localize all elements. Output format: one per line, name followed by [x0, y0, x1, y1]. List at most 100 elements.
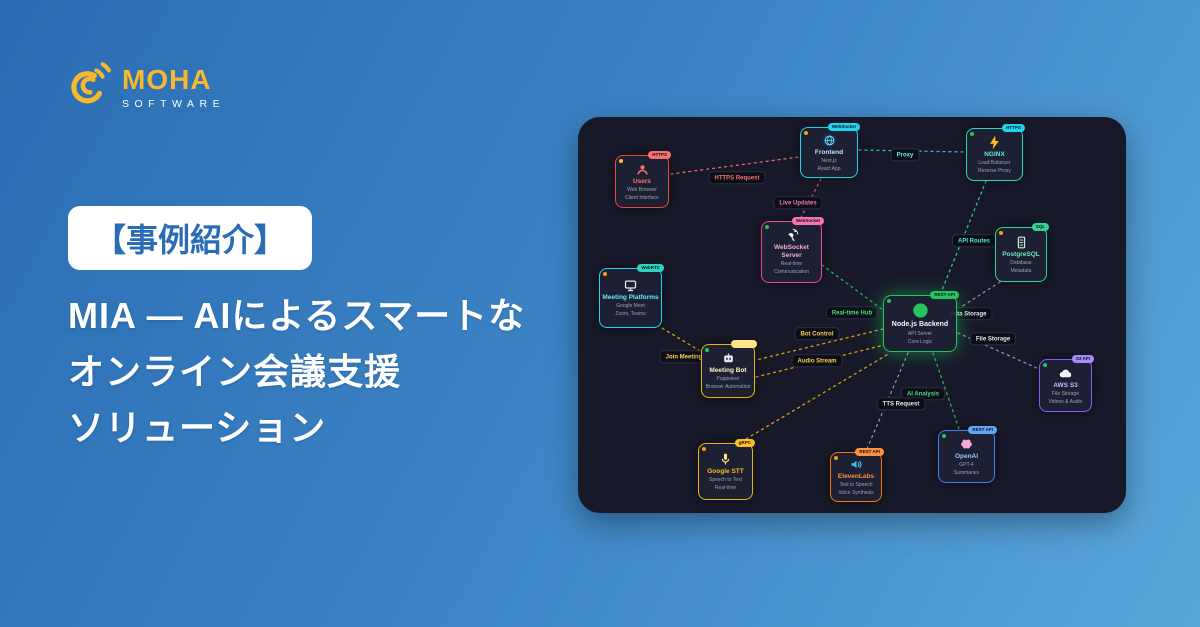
node-subtitle: Web Browser: [627, 186, 657, 193]
title-line-1: MIA — AIによるスマートな: [68, 295, 526, 336]
database-icon: [1014, 235, 1029, 250]
protocol-badge: REST API: [930, 291, 959, 300]
node-subtitle: Real-time: [714, 484, 737, 491]
node-openai[interactable]: REST API OpenAI GPT-4 Summaries: [938, 426, 997, 483]
moha-logo-icon: [62, 60, 112, 115]
node-subtitle: Next.js: [821, 157, 837, 164]
status-dot: [834, 456, 838, 460]
page-title: MIA — AIによるスマートな オンライン会議支援 ソリューション: [68, 288, 608, 456]
status-dot: [702, 447, 706, 451]
node-subtitle: Text to Speech: [839, 482, 873, 489]
edge-label-tts-request: TTS Request: [876, 397, 926, 411]
screen-icon: [623, 278, 638, 293]
node-title: Frontend: [814, 148, 844, 156]
robot-icon: [721, 351, 736, 366]
brand-subtitle: SOFTWARE: [122, 97, 226, 110]
node-title: Meeting Platforms: [602, 294, 659, 302]
node-subtitle: Zoom, Teams: [615, 311, 646, 318]
architecture-diagram-panel: HTTPS Request Proxy Live Updates API Rou…: [578, 117, 1126, 513]
lightning-icon: [987, 135, 1002, 150]
status-dot: [804, 131, 808, 135]
node-subtitle: Communication: [774, 269, 809, 276]
globe-icon: [822, 133, 837, 148]
status-dot: [705, 348, 709, 352]
node-subtitle: Puppeteer: [716, 376, 740, 383]
node-title: AWS S3: [1053, 381, 1078, 389]
speaker-icon: [849, 457, 864, 472]
status-dot: [887, 299, 891, 303]
edge-label-api-routes: API Routes: [951, 234, 997, 248]
node-subtitle: Database: [1010, 259, 1032, 266]
node-subtitle: Browser Automation: [705, 384, 751, 391]
node-title: Google STT: [707, 467, 744, 475]
node-subtitle: Core Logic: [907, 338, 933, 345]
edge-label-real-time-hub: Real-time Hub: [825, 306, 879, 320]
node-title: PostgreSQL: [1002, 250, 1040, 258]
nodejs-icon: [911, 301, 930, 320]
status-dot: [619, 159, 623, 163]
node-title: ElevenLabs: [837, 473, 875, 481]
edge-label-https-request: HTTPS Request: [708, 171, 766, 185]
node-postgresql[interactable]: SQL PostgreSQL Database Metadata: [995, 223, 1049, 282]
protocol-badge: REST API: [855, 448, 884, 457]
node-subtitle: Speech to Text: [709, 476, 742, 483]
node-subtitle: Reverse Proxy: [978, 167, 1011, 174]
node-nginx[interactable]: HTTPS NGINX Load Balancer Reverse Proxy: [966, 124, 1025, 181]
node-subtitle: Voice Synthesis: [838, 490, 874, 497]
status-dot: [970, 132, 974, 136]
status-dot: [942, 434, 946, 438]
edge-label-bot-control: Bot Control: [794, 327, 840, 341]
protocol-badge: REST API: [968, 426, 997, 435]
node-subtitle: Load Balancer: [978, 159, 1011, 166]
edge-label-join-meeting: Join Meeting: [659, 350, 709, 364]
node-subtitle: React App: [817, 165, 841, 172]
protocol-badge: WebSocket: [827, 123, 860, 132]
edge-label-file-storage: File Storage: [969, 332, 1017, 346]
title-line-2: オンライン会議支援: [68, 351, 402, 393]
satellite-dish-icon: [784, 228, 799, 243]
status-dot: [603, 272, 607, 276]
node-subtitle: API Server: [907, 331, 933, 338]
moha-logo: MOHA SOFTWARE: [62, 60, 225, 115]
protocol-badge: [731, 340, 757, 348]
protocol-badge: WebSocket: [791, 217, 824, 226]
cloud-icon: [1058, 366, 1073, 381]
node-subtitle: Metadata: [1010, 267, 1032, 274]
node-title: WebSocket Server: [774, 244, 809, 260]
node-aws-s3[interactable]: S3 API AWS S3 File Storage Videos & Audi…: [1039, 355, 1094, 412]
node-subtitle: Summaries: [953, 469, 980, 476]
case-study-badge: 【事例紹介】: [68, 206, 313, 270]
node-nodejs-backend[interactable]: REST API Node.js Backend API Server Core…: [883, 291, 959, 352]
brain-icon: [959, 437, 974, 452]
edge-label-proxy: Proxy: [890, 148, 920, 162]
node-subtitle: Client Interface: [625, 194, 659, 201]
protocol-badge: WebRTC: [637, 264, 664, 273]
node-title: Users: [632, 177, 652, 185]
node-subtitle: Videos & Audio: [1048, 398, 1083, 405]
node-elevenlabs[interactable]: REST API ElevenLabs Text to Speech Voice…: [830, 448, 884, 502]
node-subtitle: GPT-4: [959, 461, 974, 468]
protocol-badge: S3 API: [1071, 355, 1094, 364]
microphone-icon: [718, 452, 733, 467]
node-frontend[interactable]: WebSocket Frontend Next.js React App: [800, 123, 860, 178]
node-users[interactable]: HTTPS Users Web Browser Client Interface: [615, 151, 671, 208]
title-line-3: ソリューション: [68, 407, 327, 449]
node-subtitle: Google Meet: [616, 303, 645, 310]
node-title: Node.js Backend: [891, 321, 949, 329]
protocol-badge: HTTPS: [1002, 124, 1025, 133]
status-dot: [1043, 363, 1047, 367]
node-meeting-bot[interactable]: Meeting Bot Puppeteer Browser Automation: [701, 340, 757, 398]
users-icon: [635, 162, 650, 177]
protocol-badge: HTTPS: [648, 151, 671, 160]
node-title: OpenAI: [954, 452, 979, 460]
status-dot: [999, 231, 1003, 235]
node-title: NGINX: [984, 150, 1005, 158]
node-websocket-server[interactable]: WebSocket WebSocket Server Real-time Com…: [761, 217, 824, 283]
node-subtitle: Real-time: [780, 261, 803, 268]
node-google-stt[interactable]: gRPC Google STT Speech to Text Real-time: [698, 439, 755, 500]
node-meeting-platforms[interactable]: WebRTC Meeting Platforms Google Meet Zoo…: [599, 264, 664, 328]
status-dot: [765, 225, 769, 229]
edge-label-live-updates: Live Updates: [773, 196, 823, 210]
protocol-badge: SQL: [1031, 223, 1049, 232]
node-subtitle: File Storage: [1052, 390, 1079, 397]
